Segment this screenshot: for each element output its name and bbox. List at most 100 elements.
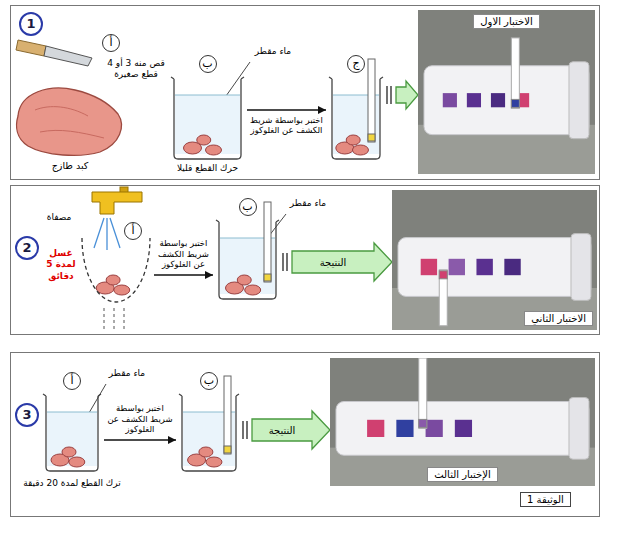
label-slot: ترك القطع لمدة 20 دقيقة <box>20 478 124 489</box>
test-photo: الاختبار الثاني <box>392 190 597 330</box>
label-slot: قص منه 3 أو 4 قطع صغيرة <box>100 58 172 81</box>
color-chart-square <box>491 93 505 107</box>
edge-label-slot: النتيجة <box>318 256 349 269</box>
beaker-letter: أ <box>63 372 81 390</box>
annotation: ماء مقطر <box>104 368 150 379</box>
break-mark <box>246 421 247 439</box>
beaker-outline <box>43 394 101 471</box>
liver-piece <box>352 145 368 155</box>
test-arrow <box>154 275 213 276</box>
strip-pad <box>439 271 447 279</box>
test-strip <box>511 38 519 109</box>
photo-caption: الاختبار الاول <box>473 14 539 29</box>
test-arrow <box>104 440 176 441</box>
test-photo: الاختبار الاول <box>418 10 595 174</box>
label-slot: مصفاة <box>36 212 82 223</box>
water-line <box>175 95 240 96</box>
photo-caption: الإختبار الثالث <box>427 467 498 482</box>
test-strip <box>439 270 447 326</box>
block-arrow <box>292 243 392 281</box>
liver-texture <box>35 107 104 138</box>
label-slot: ماء مقطر <box>104 368 150 379</box>
edge-label: النتيجة <box>318 256 349 269</box>
panel-number: 2 <box>15 236 39 260</box>
color-chart-square <box>449 259 465 275</box>
liver-piece <box>197 135 211 145</box>
break-mark <box>242 421 243 439</box>
bottle-cap <box>569 398 589 460</box>
document-tag: الوثيقة 1 <box>520 492 571 507</box>
test-strip <box>264 202 271 282</box>
photo-caption: الاختبار الثاني <box>524 311 593 326</box>
water-line <box>47 412 97 413</box>
liver-piece <box>69 457 85 467</box>
label-slot: حرك القطع قليلا <box>160 163 255 174</box>
faucet <box>92 187 142 250</box>
color-chart-square <box>421 259 437 275</box>
label-slot: غسل لمدة 5 دقائق <box>38 248 84 282</box>
beaker-outline <box>171 77 244 159</box>
beaker-letter: ب <box>239 198 257 216</box>
annotation: غسل لمدة 5 دقائق <box>38 248 84 282</box>
beaker-outline <box>216 220 279 299</box>
bottle-cap <box>569 62 589 139</box>
result-arrow <box>387 81 418 109</box>
beaker: ب <box>215 198 280 300</box>
liver-piece <box>206 457 222 467</box>
color-chart-square <box>467 93 481 107</box>
label-slot: ماء مقطر <box>284 198 332 209</box>
annotation: حرك القطع قليلا <box>160 163 255 174</box>
strainer-letter: أ <box>124 222 142 240</box>
edge-label-slot: النتيجة <box>267 424 298 437</box>
annotation: كبد طازج <box>40 160 100 172</box>
strip-pad <box>224 446 231 453</box>
annotation: ماء مقطر <box>284 198 332 209</box>
beaker-letter: ب <box>200 372 218 390</box>
strainer-outline <box>82 238 150 302</box>
beaker: ج <box>328 55 384 160</box>
liver-piece <box>206 145 222 155</box>
result-arrow <box>283 243 392 281</box>
liver-piece <box>237 275 251 285</box>
edge-label-slot: اختبر بواسطة شريط الكشف عن الغلوكوز <box>248 115 326 135</box>
color-chart-square <box>504 259 520 275</box>
test-arrow <box>247 110 326 111</box>
panel-number: 1 <box>19 12 43 36</box>
test-photo: الإختبار الثالث <box>330 358 595 486</box>
beaker-letter: ب <box>199 55 217 73</box>
panel-frame: 3أبالإختبار الثالث <box>10 352 600 517</box>
block-arrow <box>396 81 418 109</box>
beaker-letter: ج <box>347 55 365 73</box>
water <box>175 95 240 154</box>
arrow-line <box>104 439 176 440</box>
label-slot: كبد طازج <box>40 160 100 172</box>
strip-pad <box>419 419 427 427</box>
water <box>47 412 97 466</box>
callout-letter: أ <box>102 34 120 52</box>
edge-label-slot: اختبر بواسطة شريط الكشف عن الغلوكوز <box>153 238 215 269</box>
arrow-line <box>154 274 213 275</box>
color-chart-square <box>426 420 443 437</box>
edge-label: اختبر بواسطة شريط الكشف عن الغلوكوز <box>248 115 326 135</box>
arrow-line <box>247 109 326 110</box>
strip-pad <box>264 274 271 281</box>
color-chart-square <box>455 420 472 437</box>
photo-drawing <box>392 190 597 330</box>
edge-label: النتيجة <box>267 424 298 437</box>
strainer: أ <box>80 222 152 304</box>
bottle <box>336 402 589 456</box>
bottle <box>424 66 589 135</box>
liver-piece <box>62 447 76 457</box>
fresh-liver <box>17 88 122 155</box>
break-mark <box>282 253 283 271</box>
label-slot: أ <box>102 34 120 52</box>
edge-label: اختبر بواسطة شريط الكشف عن الغلوكوز <box>107 403 173 434</box>
block-arrow <box>252 411 330 449</box>
break-mark <box>386 86 387 104</box>
drain-drops <box>104 308 124 332</box>
photo-drawing <box>418 10 595 174</box>
test-strip <box>419 358 427 428</box>
test-strip <box>224 376 231 454</box>
knife-handle <box>16 40 46 56</box>
